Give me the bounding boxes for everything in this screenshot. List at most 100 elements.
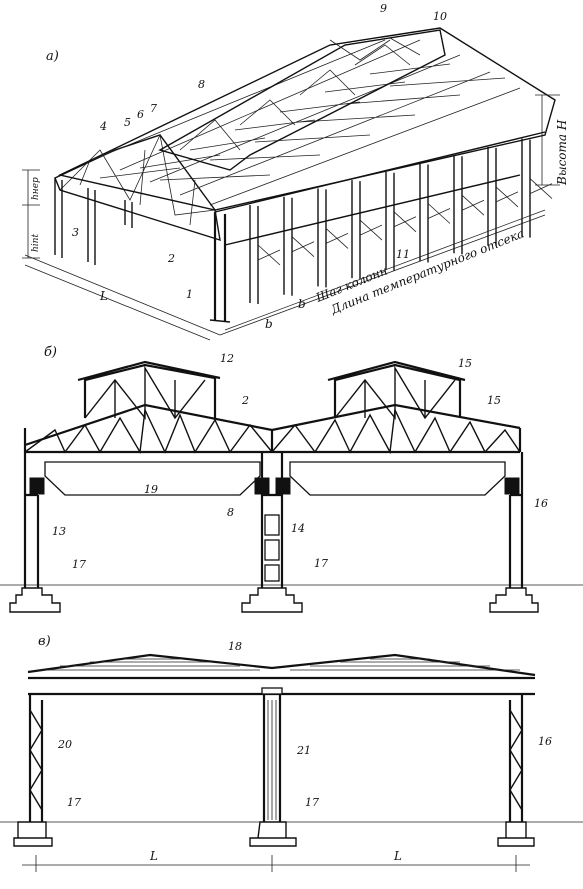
footing-left-b (9, 587, 61, 613)
end-column-left-1 (54, 178, 63, 258)
roof-c-hatch (40, 658, 520, 671)
side-wall-brace (291, 236, 315, 257)
side-crane-beam (224, 174, 521, 246)
crane-rail-left (29, 477, 45, 495)
span-dimension-line (24, 264, 211, 341)
lantern-braces (179, 37, 421, 151)
column-mid-c-cap (261, 687, 283, 695)
side-wall-brace (257, 244, 281, 266)
span-label-c-left: L (149, 849, 158, 863)
callout-b-17-left: 17 (72, 558, 86, 571)
column-right-c-lattice (509, 709, 523, 811)
footing-mid-c (249, 821, 297, 847)
callout-b-15-bottom: 15 (487, 394, 501, 407)
callout-c-17-left: 17 (67, 796, 81, 809)
callout-b-13: 13 (52, 525, 66, 538)
callout-a-4: 4 (99, 120, 107, 133)
callout-a-10: 10 (433, 10, 447, 23)
lantern-left (77, 360, 221, 418)
column-mid-opening-3 (264, 564, 280, 582)
column-mid-opening-1 (264, 514, 280, 536)
height-label: Высота H (555, 119, 569, 186)
column-left-c-lattice (29, 709, 43, 811)
side-columns (249, 138, 553, 304)
callout-a-5: 5 (124, 116, 131, 129)
footing-left-c (13, 821, 53, 847)
lantern-right-web (334, 365, 456, 421)
side-column (249, 205, 259, 304)
side-wall-brace (427, 203, 451, 224)
side-wall-brace (359, 219, 383, 241)
side-wall-brace (393, 211, 417, 233)
callout-b-16: 16 (534, 497, 548, 510)
crane-bridge-left (44, 461, 261, 496)
callout-a-7: 7 (150, 102, 157, 115)
side-wall-brace (461, 194, 485, 216)
side-wall-brace (325, 228, 349, 249)
span-dimension-c (22, 855, 530, 872)
callout-b-14: 14 (291, 522, 305, 535)
callout-b-19: 19 (144, 483, 158, 496)
panel-c-label: в) (38, 634, 51, 649)
callout-c-21: 21 (296, 744, 311, 757)
truss-left-web (24, 407, 273, 455)
truss-right-web (271, 407, 521, 455)
callout-c-17-right: 17 (305, 796, 319, 809)
column-mid-b (260, 452, 284, 588)
crane-rail-right (504, 477, 520, 495)
callout-a-6: 6 (137, 108, 144, 121)
callout-a-3: 3 (72, 226, 79, 239)
callout-a-1: 1 (186, 288, 193, 301)
step-dimension-line (224, 209, 546, 331)
lantern-right (327, 360, 466, 418)
callout-b-15-top: 15 (458, 357, 472, 370)
callout-b-12: 12 (220, 352, 234, 365)
corner-column (213, 212, 227, 322)
step-label-2: b (298, 297, 306, 311)
h-ner-label: hнер (31, 177, 41, 200)
base-line-side (219, 214, 546, 336)
panel-a-isometric-view: а) Высота H hint hнер (22, 2, 569, 341)
side-eave-beam (214, 131, 546, 213)
column-left-c (28, 694, 44, 822)
crane-bridge-right (289, 461, 506, 496)
side-column (487, 146, 497, 246)
callout-c-20: 20 (57, 738, 72, 751)
side-wall-brace (529, 178, 553, 199)
callout-b-17-right: 17 (314, 557, 328, 570)
callout-c-18: 18 (228, 640, 242, 653)
callout-a-11: 11 (396, 248, 410, 261)
bay-length-caption: Длина температурного отсека (328, 226, 526, 317)
footing-mid-b (241, 587, 303, 613)
span-label-a: L (99, 289, 108, 303)
footing-right-b (489, 587, 539, 613)
column-left-b (23, 452, 40, 588)
roof-lantern (158, 29, 446, 171)
end-column-left-2 (87, 188, 96, 265)
side-column (283, 196, 293, 296)
lantern-left-web (84, 365, 206, 421)
column-right-c (508, 694, 524, 822)
column-mid-opening-2 (264, 539, 280, 561)
step-label-1: b (265, 317, 273, 331)
callout-a-2: 2 (167, 252, 175, 265)
callout-c-16: 16 (538, 735, 552, 748)
callout-b-2: 2 (241, 394, 249, 407)
column-mid-c (262, 694, 282, 822)
column-mid-c-hatch (267, 700, 277, 820)
column-right-b (508, 452, 524, 588)
side-column (385, 171, 395, 271)
side-column (317, 188, 327, 288)
callout-a-8: 8 (198, 78, 205, 91)
end-column-left-3 (124, 200, 133, 228)
roof-purlins (91, 39, 521, 206)
side-column (453, 155, 463, 255)
panel-a-label: а) (46, 49, 59, 64)
side-column (419, 163, 429, 263)
panel-b-cross-section: б) (0, 345, 583, 613)
h-dimension-line (22, 169, 40, 259)
side-column (351, 180, 361, 280)
footing-right-c (497, 821, 535, 847)
height-dimension-line (535, 94, 560, 186)
